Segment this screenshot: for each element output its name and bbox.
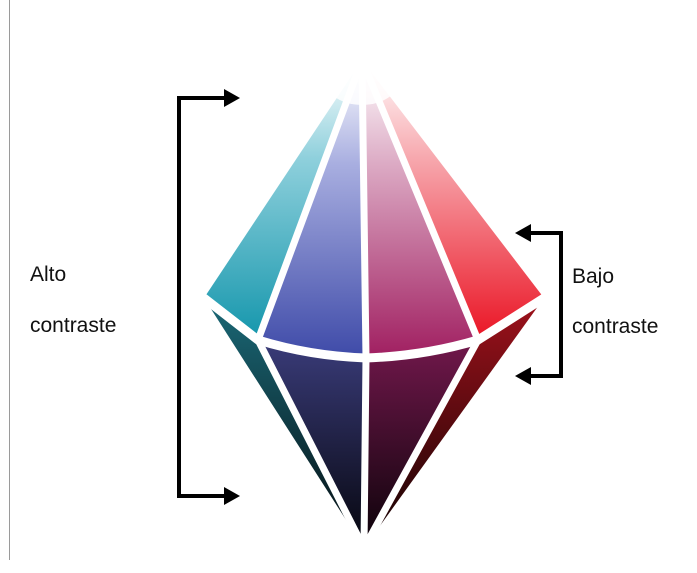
arrow-right-bottom-icon (224, 487, 240, 505)
low-contrast-label-line1: Bajo (572, 264, 614, 290)
low-contrast-label-line2: contraste (572, 314, 658, 340)
high-contrast-label-line2: contraste (30, 313, 116, 339)
arrow-left-top-icon (515, 224, 531, 242)
apex-highlight (322, 45, 402, 105)
high-contrast-label-line1: Alto (30, 262, 66, 288)
arrow-right-top-icon (224, 89, 240, 107)
arrow-left-bottom-icon (515, 367, 531, 385)
